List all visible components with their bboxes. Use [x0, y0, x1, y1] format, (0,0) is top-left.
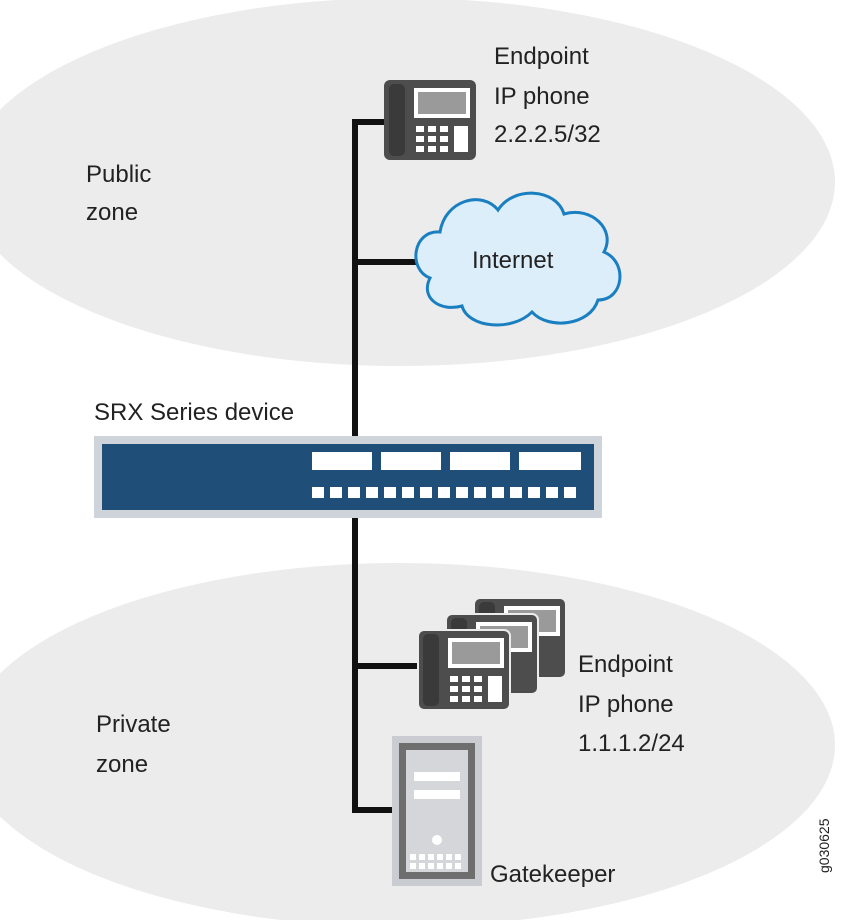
public-zone-label: Public: [86, 161, 151, 188]
internet-label: Internet: [472, 247, 554, 274]
link-private: [352, 518, 393, 813]
public-phone-label: IP phone: [494, 83, 590, 110]
private-zone-label: zone: [96, 751, 148, 778]
gatekeeper-server-icon: [392, 736, 482, 886]
private-phone-label: Endpoint: [578, 651, 673, 678]
internet-cloud-icon: [414, 191, 622, 327]
ip-phone-stack-icon: [417, 597, 567, 711]
private-phone-address: 1.1.1.2/24: [578, 730, 685, 757]
public-phone-address: 2.2.2.5/32: [494, 121, 601, 148]
private-phone-label: IP phone: [578, 691, 674, 718]
public-zone-ellipse: [0, 0, 835, 366]
ip-phone-icon: [417, 629, 511, 711]
link-public-phone: [352, 119, 385, 437]
gatekeeper-label: Gatekeeper: [490, 861, 615, 888]
srx-device-label: SRX Series device: [94, 399, 294, 426]
public-phone-label: Endpoint: [494, 43, 589, 70]
links: [352, 119, 420, 813]
figure-id-label: g030625: [816, 818, 832, 873]
public-zone-label: zone: [86, 199, 138, 226]
srx-device-icon: [94, 436, 602, 518]
ip-phone-icon: [384, 80, 476, 160]
private-zone-label: Private: [96, 711, 171, 738]
